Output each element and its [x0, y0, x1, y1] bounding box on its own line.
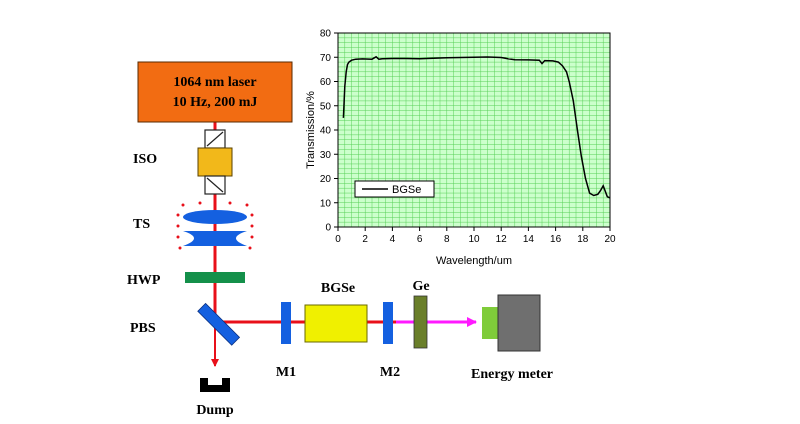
- laser-line1: 1064 nm laser: [173, 75, 256, 90]
- y-tick-label: 70: [320, 53, 332, 64]
- laser-box: [137, 61, 293, 123]
- x-tick-label: 14: [523, 234, 535, 245]
- y-tick-label: 80: [320, 29, 332, 40]
- axis-ticks: 0 2 4 6 8 10 12 14 16 18 20 0 10 20 30 40 50 60 70 80: [320, 29, 616, 246]
- x-tick-label: 18: [577, 234, 589, 245]
- x-tick-label: 20: [604, 234, 616, 245]
- mirror-m1: [281, 302, 291, 344]
- polarizer-top-mark: [206, 131, 224, 147]
- ge-filter: [413, 295, 428, 349]
- y-tick-label: 30: [320, 150, 332, 161]
- legend-box: [354, 180, 435, 198]
- y-tick-label: 20: [320, 174, 332, 185]
- energy-meter-head: [482, 307, 500, 339]
- y-tick-label: 60: [320, 77, 332, 88]
- polarizing-beam-splitter: [197, 302, 241, 346]
- x-tick-label: 10: [468, 234, 480, 245]
- faraday-rotator: [197, 147, 233, 177]
- legend-label-bgse: BGSe: [392, 184, 421, 196]
- y-tick-label: 50: [320, 101, 332, 112]
- convex-lens: [183, 210, 247, 224]
- laser-line2: 10 Hz, 200 mJ: [173, 95, 258, 110]
- label-ge: Ge: [412, 279, 429, 294]
- x-tick-label: 12: [496, 234, 508, 245]
- polarizer-bottom-mark: [206, 177, 224, 193]
- label-dump: Dump: [196, 403, 234, 418]
- label-bgse: BGSe: [321, 281, 355, 296]
- legend: BGSe: [354, 180, 435, 198]
- y-tick-label: 10: [320, 198, 332, 209]
- label-m2: M2: [380, 365, 400, 380]
- label-ts: TS: [133, 217, 150, 232]
- x-tick-label: 2: [362, 234, 368, 245]
- concave-lens: [183, 231, 247, 246]
- bgse-crystal: [304, 304, 368, 343]
- energy-meter-body: [497, 294, 541, 352]
- telescope-dotted-outline: [176, 201, 254, 250]
- label-pbs: PBS: [130, 321, 156, 336]
- telescope: [176, 201, 254, 250]
- y-axis-label: Transmission/%: [305, 91, 317, 169]
- isolator: [197, 129, 233, 195]
- x-axis-label: Wavelength/um: [436, 255, 512, 267]
- label-iso: ISO: [133, 152, 157, 167]
- grid: [337, 32, 611, 228]
- transmission-chart: 0 2 4 6 8 10 12 14 16 18 20 0 10 20 30 40 50 60 70 80 Wavel…: [305, 29, 616, 268]
- label-hwp: HWP: [127, 273, 161, 288]
- beam-dump: [200, 378, 230, 392]
- x-tick-label: 8: [444, 234, 450, 245]
- series-line-bgse: [342, 55, 611, 199]
- y-tick-label: 40: [320, 126, 332, 137]
- x-tick-label: 16: [550, 234, 562, 245]
- label-m1: M1: [276, 365, 296, 380]
- mirror-m2: [383, 302, 393, 344]
- label-energy-meter: Energy meter: [471, 367, 553, 382]
- x-tick-label: 6: [417, 234, 423, 245]
- x-tick-label: 4: [390, 234, 396, 245]
- x-tick-label: 0: [335, 234, 341, 245]
- half-wave-plate: [185, 272, 245, 283]
- y-tick-label: 0: [325, 223, 331, 234]
